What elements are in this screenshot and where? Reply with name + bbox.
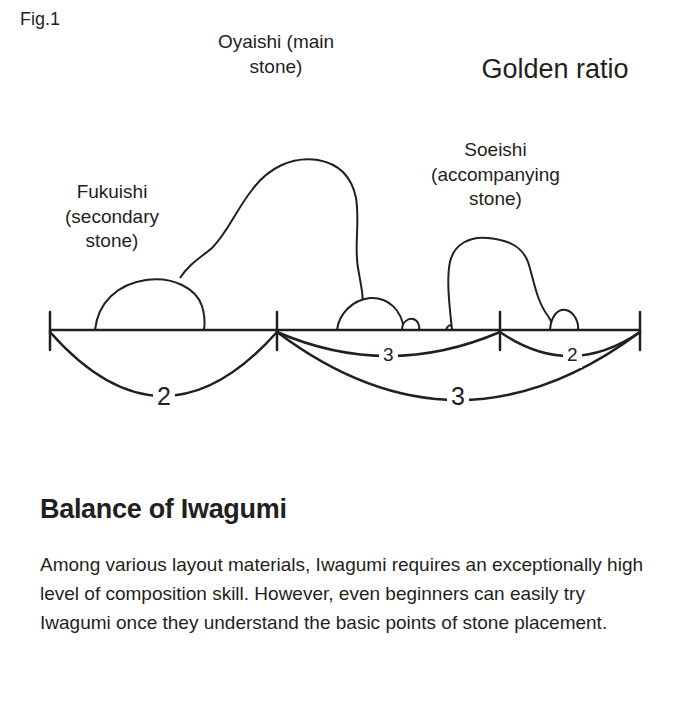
ratio-number: 2 bbox=[153, 380, 175, 413]
small-stone bbox=[337, 298, 404, 330]
ratio-number: 3 bbox=[379, 343, 398, 368]
secondary-stone bbox=[95, 279, 205, 330]
stone-name: Fukuishi (secondary stone) bbox=[37, 180, 187, 254]
ratio-number: 2 bbox=[563, 343, 582, 368]
stone-name: Soeishi (accompanying stone) bbox=[403, 138, 588, 212]
figure-number: Fig.1 bbox=[20, 8, 140, 31]
heading: Balance of Iwagumi bbox=[40, 494, 287, 525]
baseline bbox=[50, 329, 640, 332]
stone-name: Oyaishi (main stone) bbox=[191, 30, 361, 79]
ratio-heading: Golden ratio bbox=[440, 52, 670, 87]
small-stone bbox=[402, 319, 419, 330]
main-stone bbox=[180, 159, 363, 310]
small-stone bbox=[550, 310, 578, 330]
caption-text: Among various layout materials, Iwagumi … bbox=[40, 550, 655, 637]
ratio-number: 3 bbox=[447, 380, 469, 413]
